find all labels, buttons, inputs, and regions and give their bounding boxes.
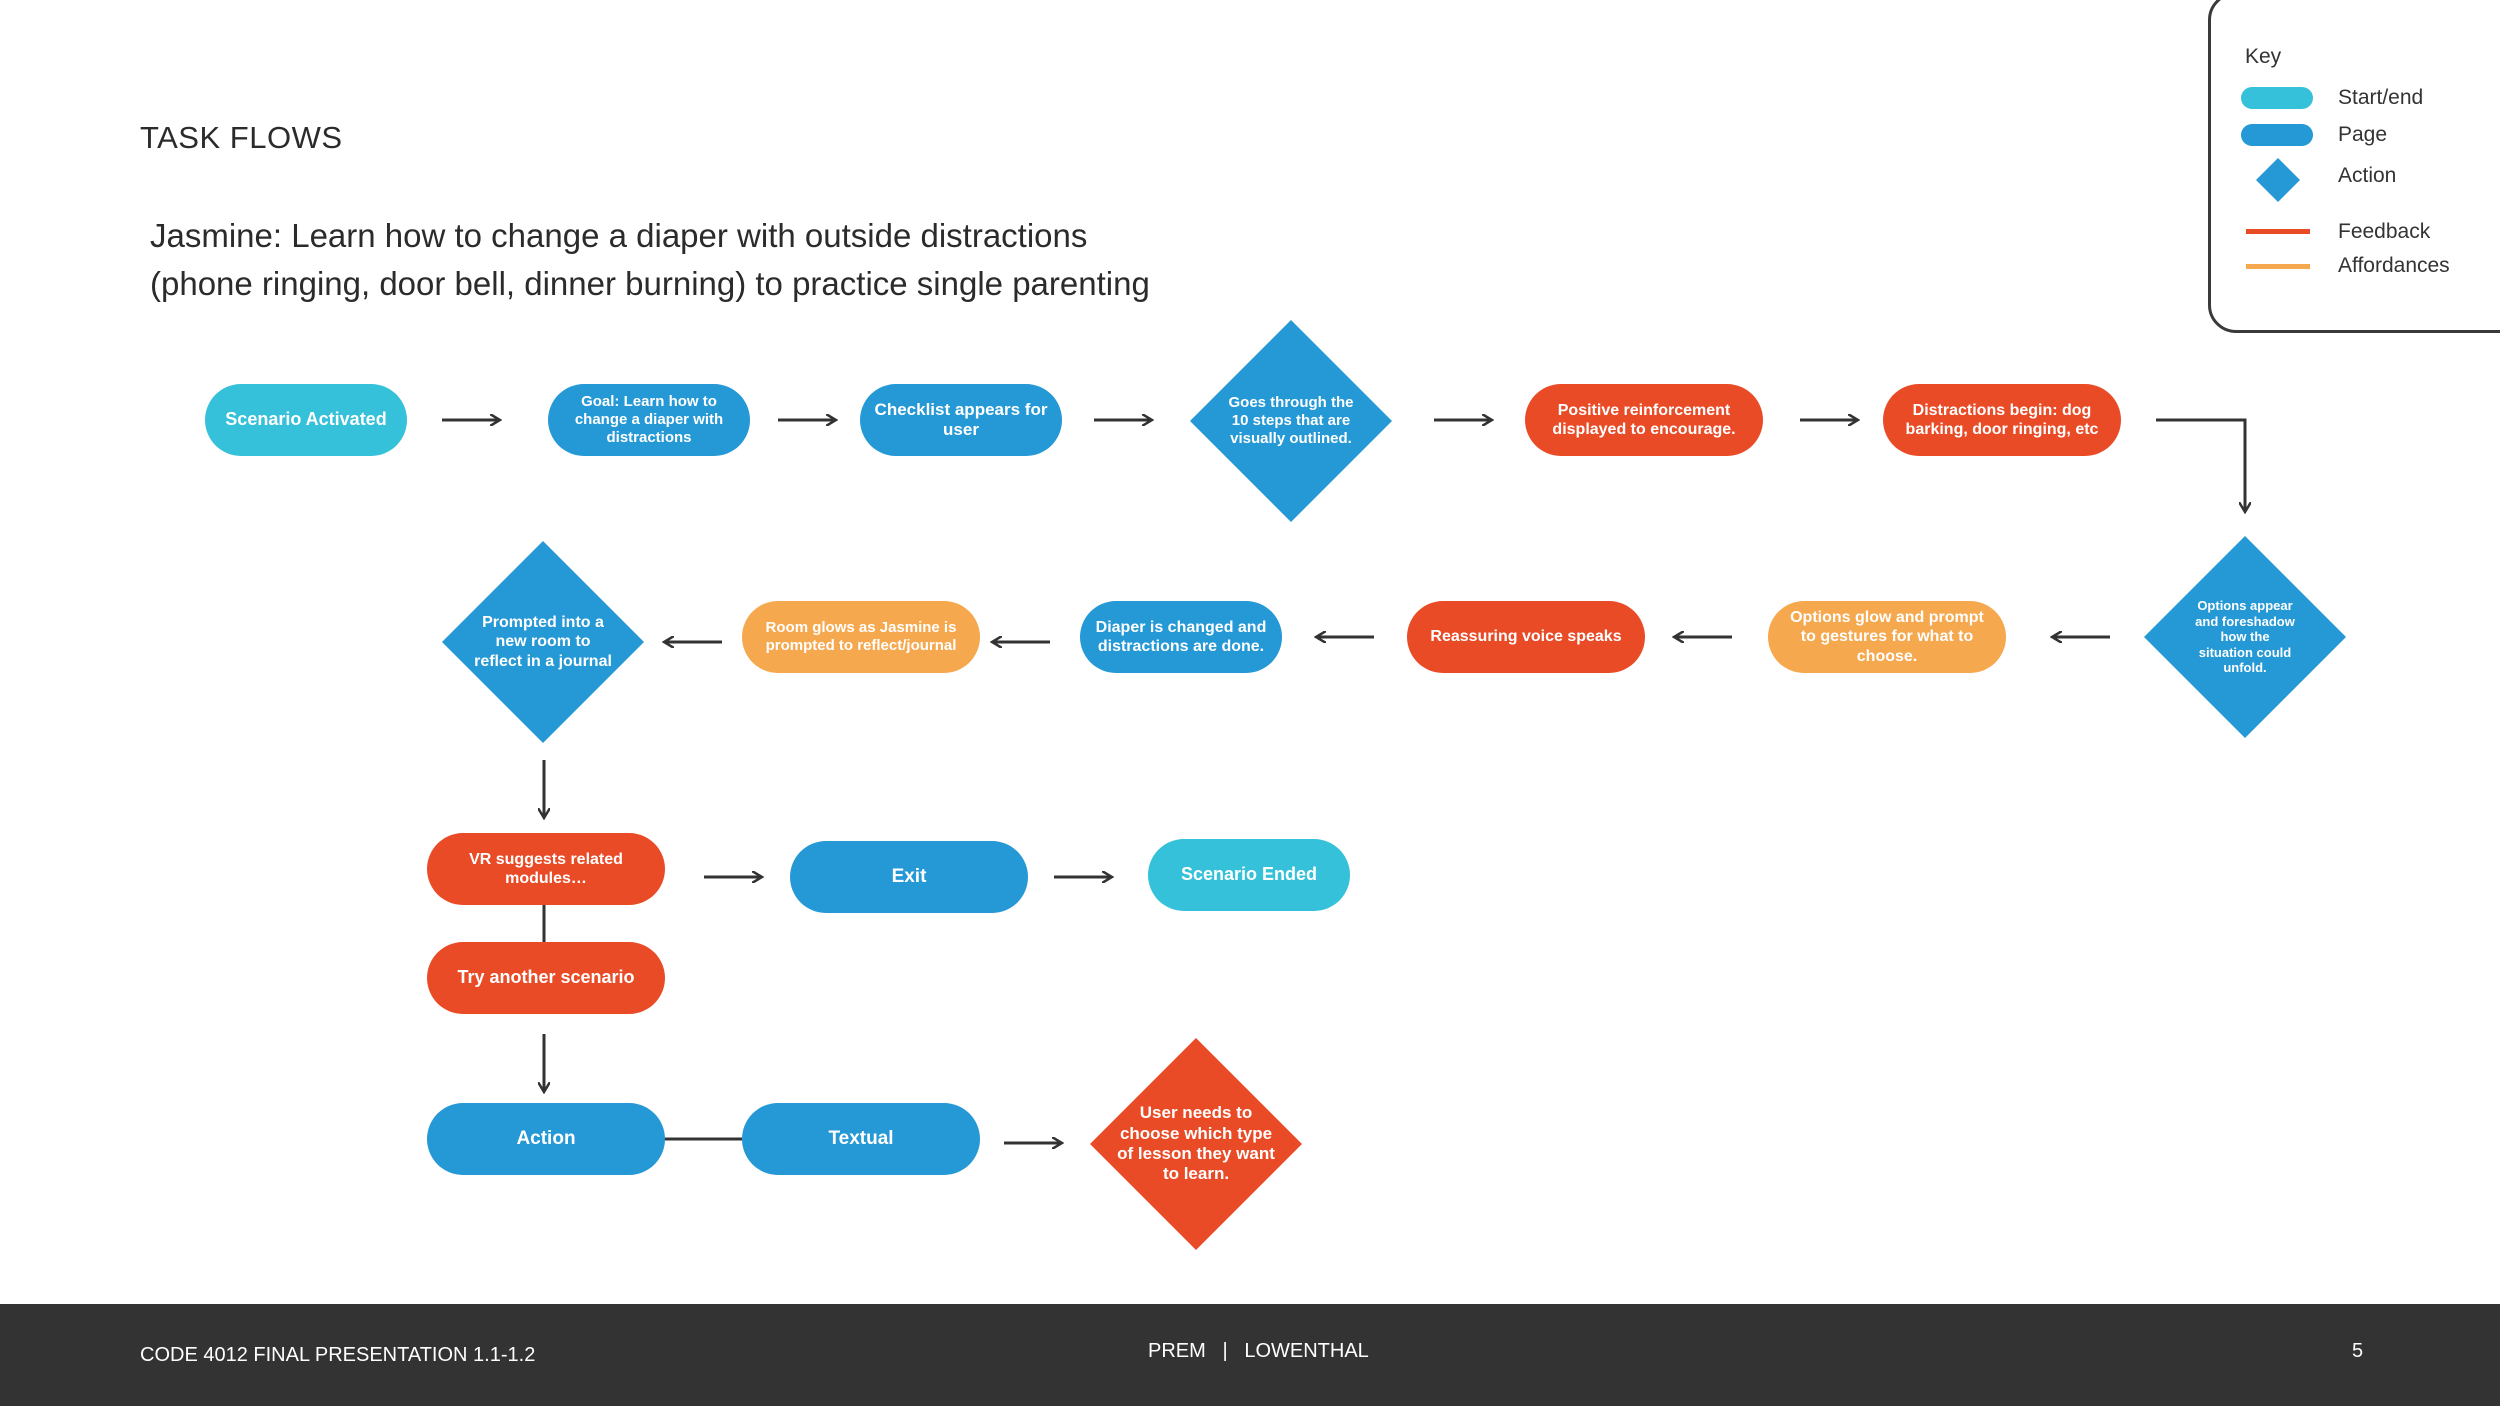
node-textual-label: Textual	[828, 1127, 894, 1149]
key-label-start-end: Start/end	[2338, 86, 2424, 109]
node-exit: Exit	[790, 841, 1028, 913]
node-scenario-activated: Scenario Activated	[205, 384, 407, 456]
node-options-glow-label: Options glow and prompt to gestures for …	[1790, 609, 1984, 665]
node-checklist-label: Checklist appears for user	[874, 399, 1048, 439]
node-reassuring-voice: Reassuring voice speaks	[1407, 601, 1645, 673]
node-textual: Textual	[742, 1103, 980, 1175]
footer-authors: PREM | LOWENTHAL	[1148, 1340, 1369, 1362]
node-goes-through-shape	[1190, 320, 1392, 522]
key-label-affordances: Affordances	[2338, 254, 2450, 277]
node-options-appear-shape	[2144, 536, 2346, 738]
key-label-action: Action	[2338, 164, 2397, 187]
node-positive-reinforcement-label: Positive reinforcement displayed to enco…	[1552, 401, 1736, 438]
subtitle-line-2: (phone ringing, door bell, dinner burnin…	[150, 265, 1150, 302]
node-exit-label: Exit	[891, 865, 927, 887]
key-title: Key	[2245, 45, 2282, 68]
node-distractions-begin-label: Distractions begin: dog barking, door ri…	[1905, 401, 2099, 438]
footer-course-title: CODE 4012 FINAL PRESENTATION 1.1-1.2	[140, 1344, 536, 1366]
node-scenario-ended: Scenario Ended	[1148, 839, 1350, 911]
node-vr-suggests: VR suggests related modules…	[427, 833, 665, 905]
key-swatch-affordances	[2246, 264, 2310, 269]
node-positive-reinforcement: Positive reinforcement displayed to enco…	[1525, 384, 1763, 456]
node-prompted-room-label: Prompted into a new room to reflect in a…	[474, 614, 612, 670]
node-user-needs-shape	[1090, 1038, 1302, 1250]
section-title: TASK FLOWS	[140, 120, 343, 155]
node-goes-through-label: Goes through the 10 steps that are visua…	[1228, 394, 1354, 447]
key-swatch-action	[2256, 158, 2300, 202]
key-swatch-page	[2241, 124, 2313, 146]
key-box	[2208, 0, 2500, 333]
node-room-glows-label: Room glows as Jasmine is prompted to ref…	[765, 619, 957, 654]
node-room-glows: Room glows as Jasmine is prompted to ref…	[742, 601, 980, 673]
node-scenario-ended-label: Scenario Ended	[1180, 864, 1318, 885]
key-label-feedback: Feedback	[2338, 220, 2431, 243]
node-checklist: Checklist appears for user	[860, 384, 1062, 456]
subtitle-line-1: Jasmine: Learn how to change a diaper wi…	[150, 217, 1088, 254]
key-label-page: Page	[2338, 123, 2388, 146]
key-swatch-feedback	[2246, 229, 2310, 234]
footer-page-number: 5	[2352, 1340, 2364, 1362]
node-reassuring-voice-label: Reassuring voice speaks	[1430, 628, 1622, 646]
key-swatch-start-end	[2241, 87, 2313, 109]
node-options-glow: Options glow and prompt to gestures for …	[1768, 601, 2006, 673]
footer-bar	[0, 1304, 2500, 1406]
node-goal: Goal: Learn how to change a diaper with …	[548, 384, 750, 456]
node-try-another: Try another scenario	[427, 942, 665, 1014]
node-distractions-begin: Distractions begin: dog barking, door ri…	[1883, 384, 2121, 456]
node-vr-suggests-label: VR suggests related modules…	[469, 850, 623, 887]
node-diaper-changed-label: Diaper is changed and distractions are d…	[1095, 618, 1267, 655]
node-action: Action	[427, 1103, 665, 1175]
node-options-appear-label: Options appear and foreshadow how the si…	[2195, 598, 2295, 676]
node-user-needs-label: User needs to choose which type of lesso…	[1117, 1103, 1275, 1184]
arrow-6	[2156, 418, 2245, 512]
node-diaper-changed: Diaper is changed and distractions are d…	[1080, 601, 1282, 673]
node-goal-label: Goal: Learn how to change a diaper with …	[574, 393, 724, 446]
node-prompted-room-shape	[442, 541, 644, 743]
node-scenario-activated-label: Scenario Activated	[225, 409, 387, 430]
node-action-label: Action	[516, 1127, 576, 1149]
page-subtitle: Jasmine: Learn how to change a diaper wi…	[150, 212, 1150, 308]
node-try-another-label: Try another scenario	[457, 967, 635, 988]
